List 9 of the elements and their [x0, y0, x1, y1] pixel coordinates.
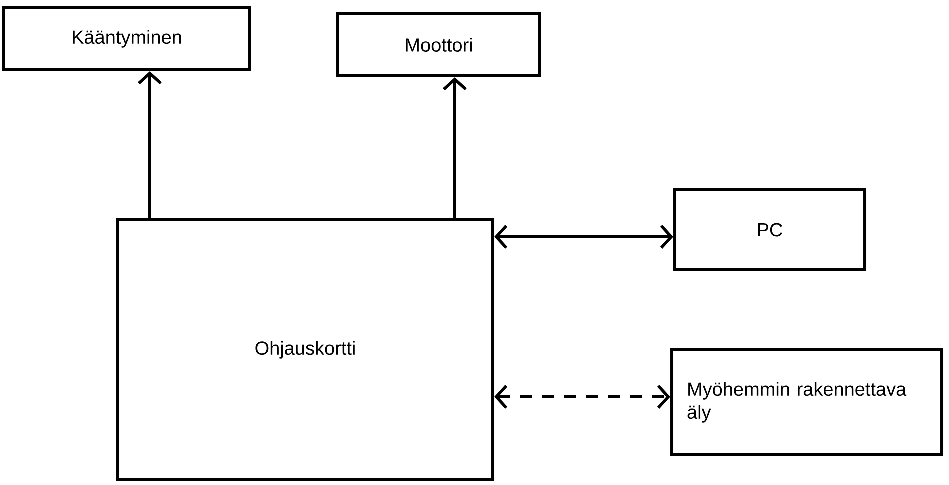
block-box: Myöhemmin rakennettava äly	[670, 348, 944, 456]
arrow	[138, 72, 162, 218]
block-box: Ohjauskortti	[116, 218, 494, 482]
arrow	[494, 385, 671, 410]
arrow	[494, 225, 674, 250]
block-box: PC	[674, 188, 867, 272]
arrow	[443, 78, 468, 218]
block-box: Kääntyminen	[2, 6, 252, 72]
block-box: Moottori	[336, 12, 542, 78]
